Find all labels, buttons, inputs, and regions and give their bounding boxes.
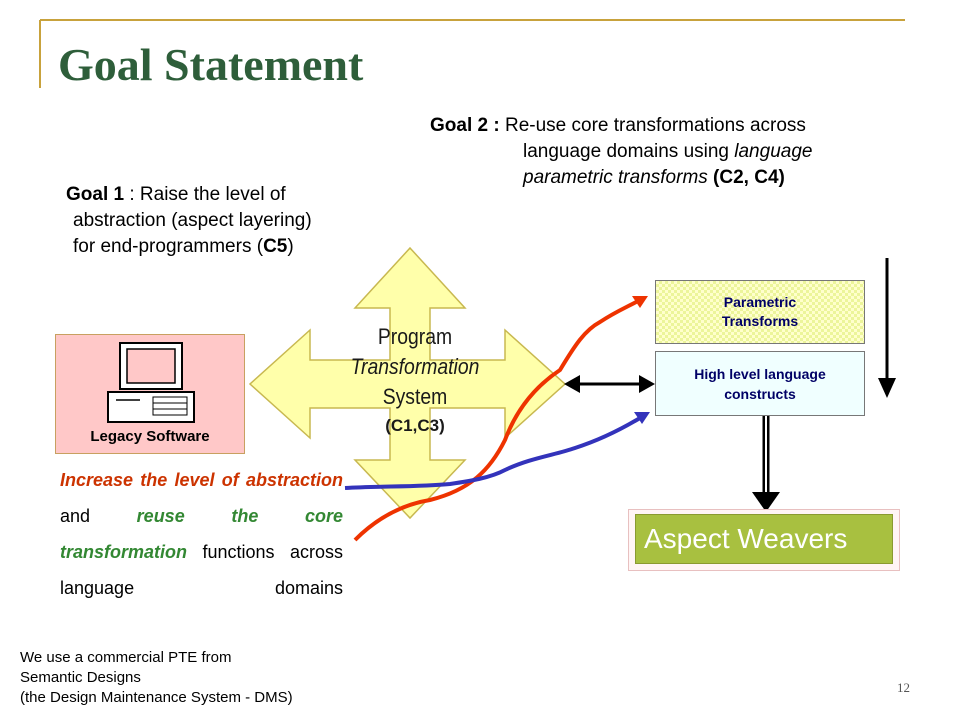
down-arrow-icon <box>878 258 896 398</box>
goal-2-line-2-italic: language <box>734 141 813 162</box>
pts-line-3: System <box>382 384 448 409</box>
goal-1-ref: C5 <box>263 236 288 257</box>
parametric-line-2: Transforms <box>721 313 799 329</box>
legacy-software-label: Legacy Software <box>90 428 210 445</box>
red-curve-line <box>353 296 648 542</box>
blue-curve-line <box>344 412 650 490</box>
summary-red-part: Increase the level of abstraction <box>60 470 343 490</box>
footer-line-2: Semantic Designs <box>20 669 141 686</box>
footer-note: We use a commercial PTE from Semantic De… <box>20 648 293 708</box>
goal-2-line-2: language domains using <box>523 141 735 162</box>
parametric-line-1: Parametric <box>723 294 797 310</box>
double-arrow-icon <box>564 375 655 393</box>
pts-line-2: Transformation <box>350 354 480 379</box>
goal-2-line-1: Re-use core transformations across <box>504 115 806 136</box>
goal-1-line-3-end: ) <box>287 236 294 257</box>
goal-2-refs: (C2, C4) <box>707 167 785 188</box>
program-transformation-system: Program Transformation System (C1,C3) <box>330 322 500 438</box>
goal-2-label: Goal 2 <box>430 115 489 136</box>
footer-line-1: We use a commercial PTE from <box>20 649 232 666</box>
summary-and: and <box>60 506 137 526</box>
footer-line-3: (the Design Maintenance System - DMS) <box>20 689 293 706</box>
goal-1-line-2: abstraction (aspect layering) <box>73 210 312 231</box>
high-level-language-box: High level language constructs <box>655 351 865 416</box>
goal-1-line-3: for end-programmers ( <box>73 236 264 257</box>
high-level-line-2: constructs <box>724 385 796 402</box>
summary-green-part: reuse the core transformation <box>60 506 343 562</box>
pts-refs: (C1,C3) <box>385 416 445 435</box>
goal-2-line-3-italic: parametric transforms <box>523 167 708 188</box>
aspect-weavers-box: Aspect Weavers <box>635 514 893 564</box>
goal-2-sep: : <box>488 115 505 136</box>
goal-1-text: Goal 1 : Raise the level of abstraction … <box>66 182 312 260</box>
goal-1-label: Goal 1 <box>66 184 125 205</box>
page-title: Goal Statement <box>58 39 364 90</box>
goal-1-line-1: Raise the level of <box>139 184 286 205</box>
weavers-arrow-icon <box>752 416 780 512</box>
summary-end: functions across language domains <box>60 542 343 598</box>
pts-line-1: Program <box>377 324 453 349</box>
high-level-line-1: High level language <box>694 365 826 382</box>
page-number: 12 <box>897 680 910 695</box>
goal-1-sep: : <box>124 184 140 205</box>
four-way-arrow <box>248 246 567 520</box>
goal-2-text: Goal 2 : Re-use core transformations acr… <box>430 113 812 191</box>
summary-paragraph: Increase the level of abstraction and re… <box>60 462 343 606</box>
